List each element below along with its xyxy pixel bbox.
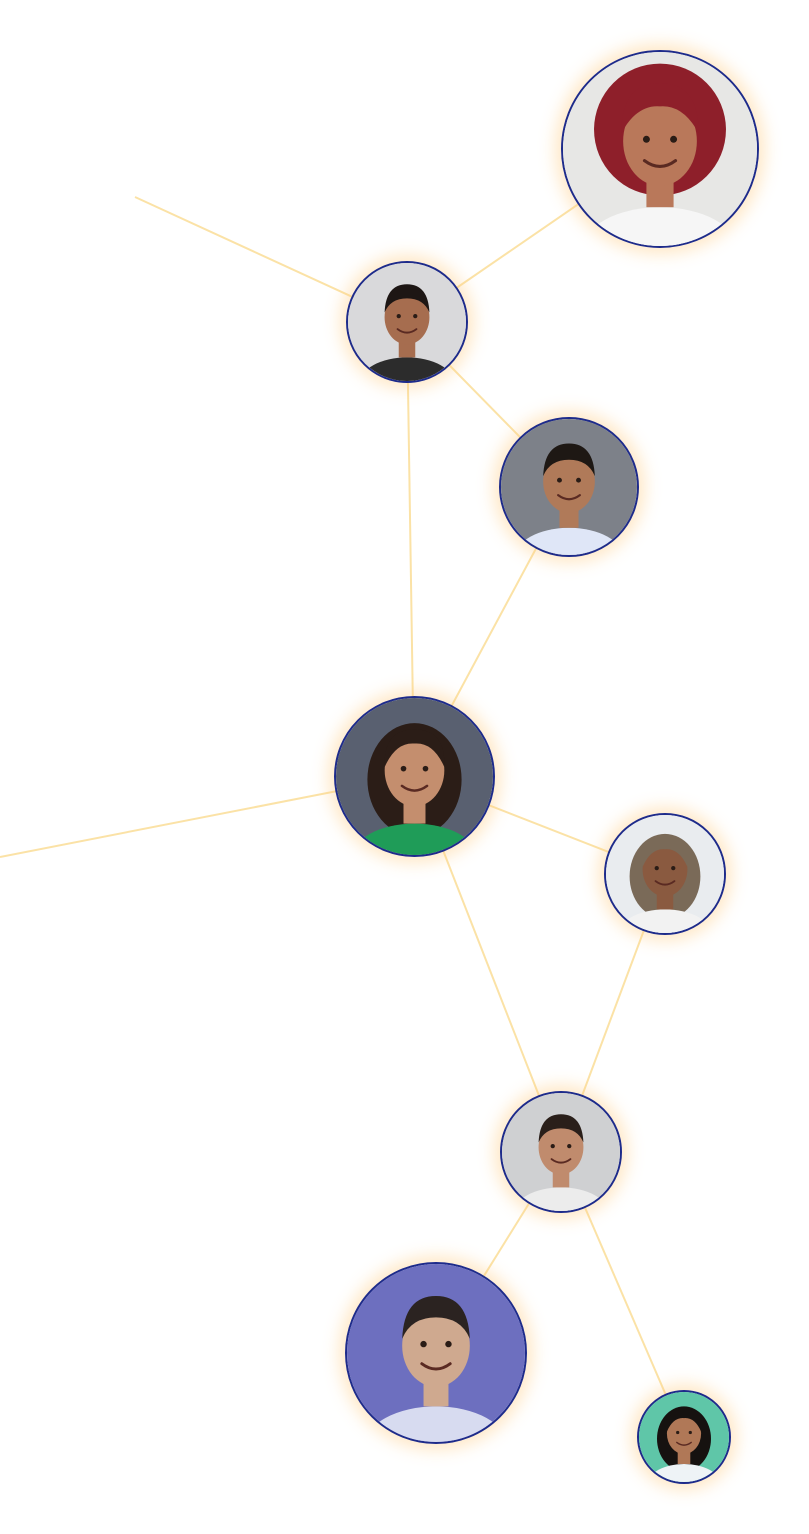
person-avatar-icon bbox=[501, 419, 637, 555]
person-avatar-icon bbox=[347, 1264, 525, 1442]
avatar-node bbox=[637, 1390, 731, 1484]
person-avatar-icon bbox=[336, 698, 493, 855]
avatar-node bbox=[346, 261, 468, 383]
avatar-node bbox=[500, 1091, 622, 1213]
person-avatar-icon bbox=[348, 263, 466, 381]
avatar-node bbox=[345, 1262, 527, 1444]
avatar-node bbox=[334, 696, 495, 857]
avatar-node bbox=[604, 813, 726, 935]
avatar-node bbox=[499, 417, 639, 557]
person-avatar-icon bbox=[563, 52, 757, 246]
person-avatar-icon bbox=[502, 1093, 620, 1211]
person-avatar-icon bbox=[606, 815, 724, 933]
person-avatar-icon bbox=[639, 1392, 729, 1482]
avatar-node bbox=[561, 50, 759, 248]
